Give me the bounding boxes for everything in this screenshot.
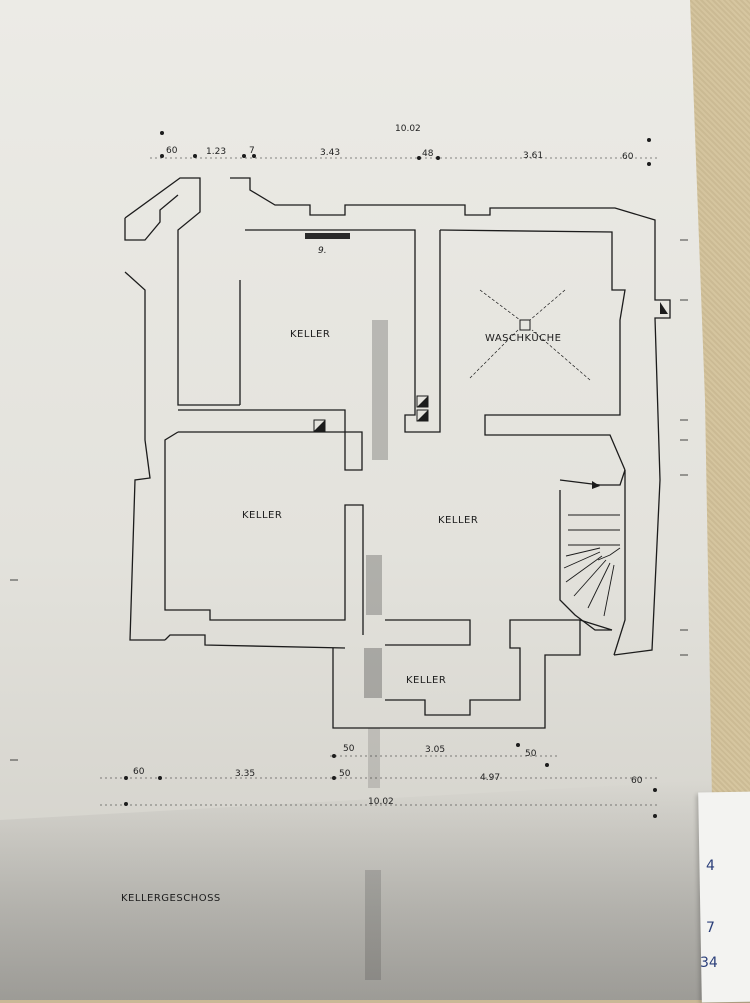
room-label-waschkueche: WASCHKÜCHE [485,333,562,344]
chimney-bar [305,233,350,239]
dim-top-7: 60 [622,152,634,162]
dim-bottom-1: 60 [133,767,145,777]
dim-bottom-4: 3.05 [425,745,446,755]
room-label-keller-top: KELLER [290,329,331,340]
wall-stair [559,469,626,486]
wall-outer-left [124,194,179,241]
wall-stair-2 [559,490,612,631]
dim-bottom-3: 50 [343,744,355,754]
floor-drain [519,319,531,331]
dim-top-overall: 10.02 [395,124,421,134]
chimney-annotation: 9. [318,246,327,256]
handwritten-note-1: 4 [706,858,715,874]
wall-bottom-right [579,619,613,631]
waschkueche-diagonals [469,289,591,381]
wall-outer-top [124,177,240,406]
vent-arrow [660,302,668,314]
copy-noise [364,320,388,980]
stair-treads [563,514,621,617]
wall-outer-top-mid [230,177,671,656]
floor-title: KELLERGESCHOSS [121,893,221,904]
room-label-keller-right: KELLER [438,515,479,526]
wall-wasch [439,229,626,471]
dimension-ticks [124,131,657,818]
plan-walls [124,177,671,729]
wall-left-bottom [164,634,346,649]
room-label-keller-bottom: KELLER [406,675,447,686]
wall-bottom-outer [332,619,581,729]
room-label-keller-left: KELLER [242,510,283,521]
dim-top-5: 48 [422,149,434,159]
margin-marks [10,239,688,761]
dim-bottom-7: 4.97 [480,773,501,783]
wall-right-inner [613,470,626,656]
dim-top-4: 3.43 [320,148,341,158]
lighting-shadow [0,780,712,1000]
dim-top-1: 60 [166,146,178,156]
dim-bottom-5: 50 [525,749,537,759]
dim-bottom-overall: 10.02 [368,797,394,807]
dim-bottom-6: 50 [339,769,351,779]
dimension-lines [100,157,660,806]
dim-top-6: 3.61 [523,151,544,161]
handwritten-note-2: 7 [706,920,715,936]
wall-outer-left-2 [124,271,165,641]
wall-inner-h2 [385,619,471,646]
paper-sheet [0,0,712,1000]
wall-inner-h1 [178,409,363,471]
wall-mid [164,431,364,635]
dim-bottom-8: 60 [631,776,643,786]
stair-arrow [592,481,600,489]
dim-top-2: 1.23 [206,147,227,157]
dim-top-3: 7 [249,146,255,156]
wall-keller-top [245,229,441,433]
handwritten-note-3: 34 [700,955,718,971]
chimney-flues [313,395,429,432]
floor-plan-drawing [10,131,688,980]
dim-bottom-2: 3.35 [235,769,256,779]
